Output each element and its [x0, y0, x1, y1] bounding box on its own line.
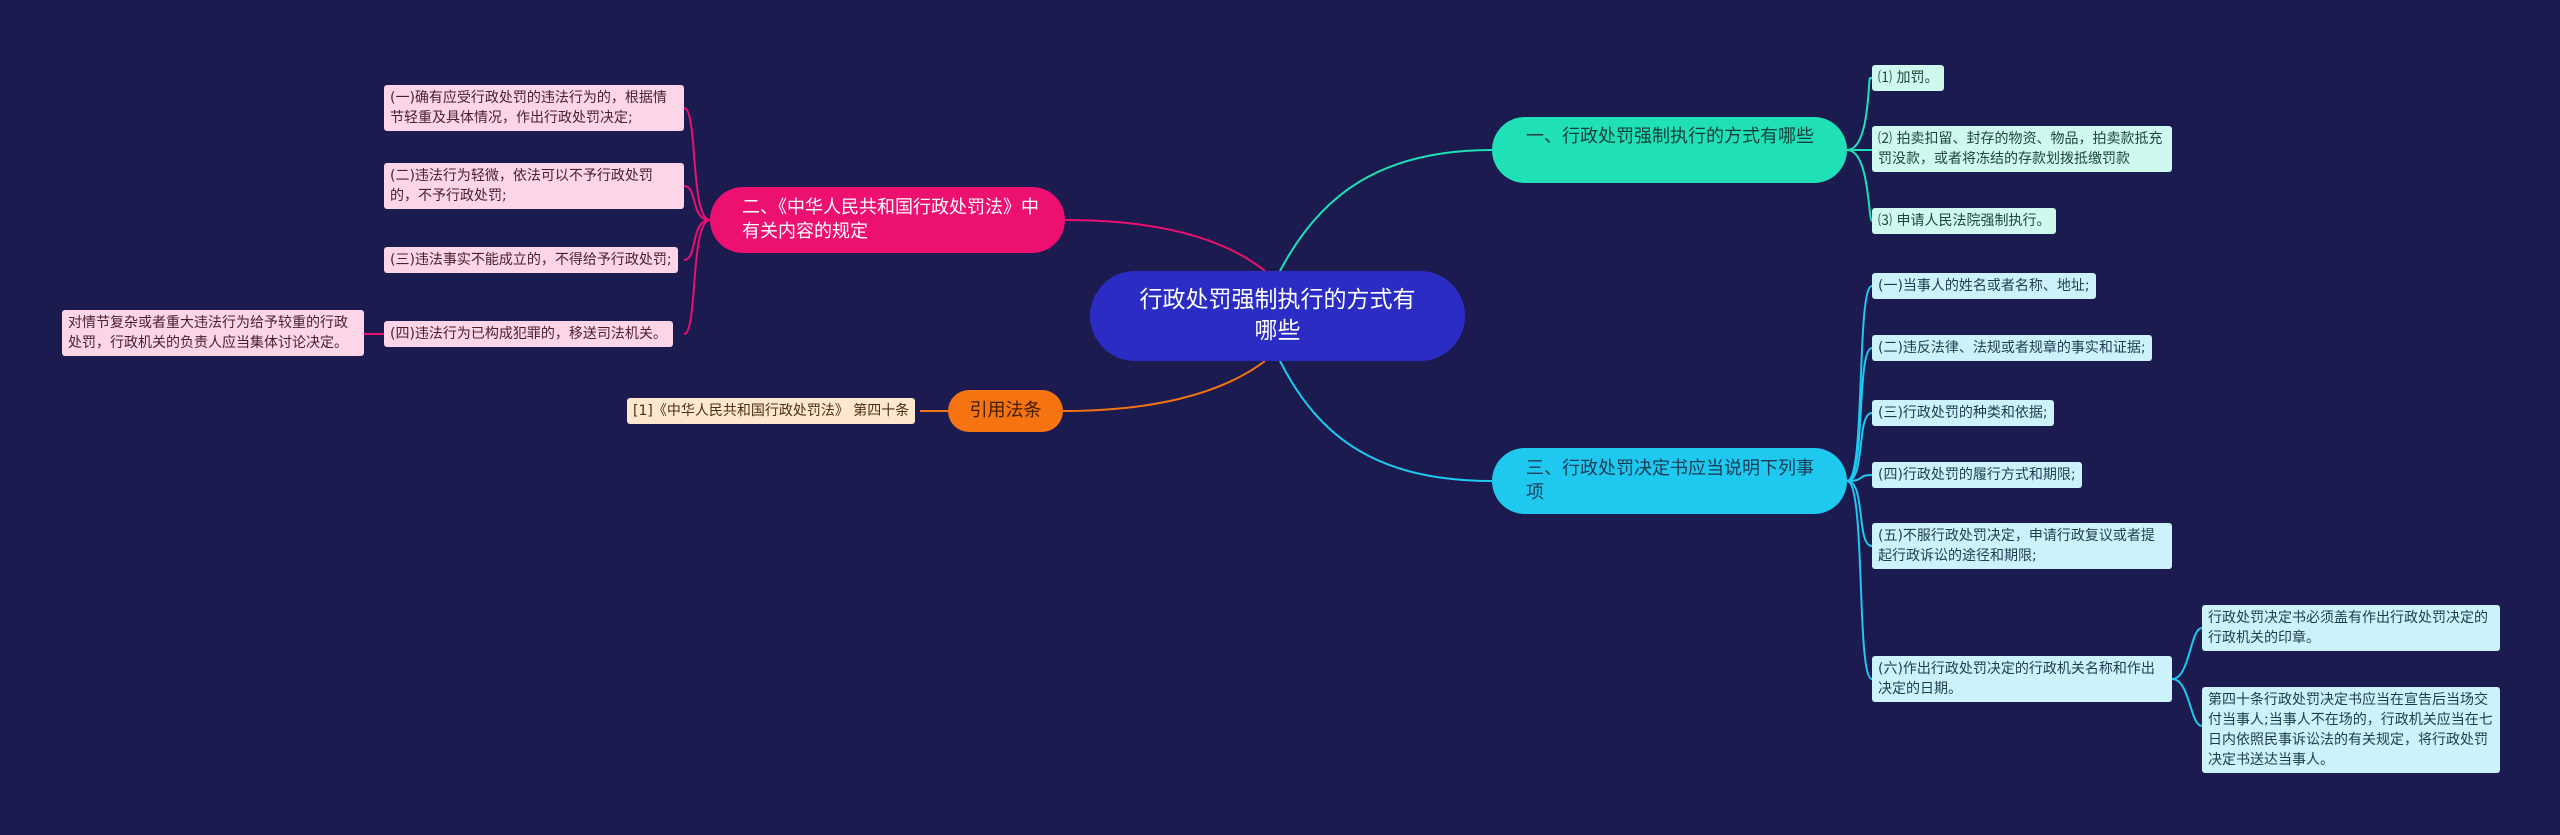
- branch-cited-law[interactable]: 引用法条: [948, 390, 1063, 432]
- list-item[interactable]: (一)确有应受行政处罚的违法行为的，根据情节轻重及具体情况，作出行政处罚决定;: [384, 85, 684, 131]
- branch-label: 二、《中华人民共和国行政处罚法》中有关内容的规定: [742, 197, 1039, 242]
- branch-label: 三、行政处罚决定书应当说明下列事项: [1526, 458, 1814, 503]
- list-item[interactable]: (三)违法事实不能成立的，不得给予行政处罚;: [384, 247, 678, 273]
- central-topic[interactable]: 行政处罚强制执行的方式有哪些: [1090, 271, 1465, 361]
- link-center-reference: [1062, 360, 1266, 412]
- branch-label: 一、行政处罚强制执行的方式有哪些: [1526, 126, 1814, 147]
- link-center-branch3: [1279, 360, 1493, 482]
- link-center-branch2: [1064, 219, 1266, 272]
- list-item[interactable]: (四)违法行为已构成犯罪的，移送司法机关。: [384, 321, 673, 347]
- branch-enforcement-methods[interactable]: 一、行政处罚强制执行的方式有哪些: [1492, 117, 1847, 183]
- list-item[interactable]: (六)作出行政处罚决定的行政机关名称和作出决定的日期。: [1872, 656, 2172, 702]
- branch-label: 引用法条: [969, 400, 1042, 421]
- branch-penalty-law-provisions[interactable]: 二、《中华人民共和国行政处罚法》中有关内容的规定: [710, 187, 1065, 253]
- sub-item[interactable]: 第四十条行政处罚决定书应当在宣告后当场交付当事人;当事人不在场的，行政机关应当在…: [2202, 687, 2500, 773]
- reference-item[interactable]: [1]《中华人民共和国行政处罚法》 第四十条: [627, 398, 916, 424]
- list-item[interactable]: (四)行政处罚的履行方式和期限;: [1872, 462, 2082, 488]
- link-center-branch1: [1279, 149, 1493, 272]
- list-item[interactable]: (二)违法行为轻微，依法可以不予行政处罚的，不予行政处罚;: [384, 163, 684, 209]
- list-item[interactable]: (一)当事人的姓名或者名称、地址;: [1872, 273, 2096, 299]
- list-item[interactable]: ⑴ 加罚。: [1872, 65, 1945, 91]
- list-item[interactable]: (二)违反法律、法规或者规章的事实和证据;: [1872, 335, 2152, 361]
- list-item[interactable]: ⑵ 拍卖扣留、封存的物资、物品，拍卖款抵充罚没款，或者将冻结的存款划拨抵缴罚款: [1872, 126, 2172, 172]
- central-topic-label: 行政处罚强制执行的方式有哪些: [1139, 287, 1416, 344]
- list-item[interactable]: (三)行政处罚的种类和依据;: [1872, 400, 2054, 426]
- list-item[interactable]: (五)不服行政处罚决定，申请行政复议或者提起行政诉讼的途径和期限;: [1872, 523, 2172, 569]
- note-item[interactable]: 对情节复杂或者重大违法行为给予较重的行政处罚，行政机关的负责人应当集体讨论决定。: [62, 310, 364, 356]
- list-item[interactable]: ⑶ 申请人民法院强制执行。: [1872, 208, 2057, 234]
- branch-decision-contents[interactable]: 三、行政处罚决定书应当说明下列事项: [1492, 448, 1847, 514]
- sub-item[interactable]: 行政处罚决定书必须盖有作出行政处罚决定的行政机关的印章。: [2202, 605, 2500, 651]
